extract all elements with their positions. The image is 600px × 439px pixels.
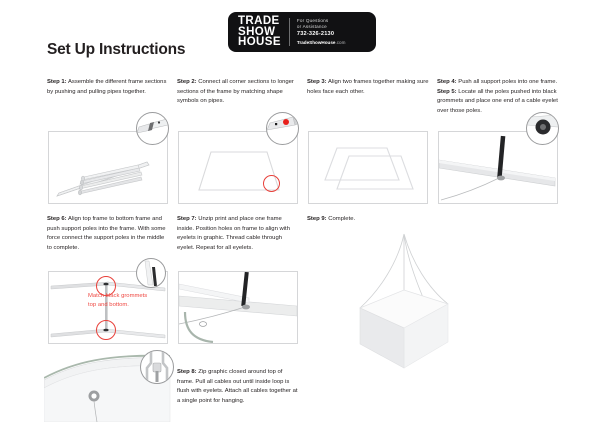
pipes-illustration xyxy=(56,161,150,197)
step-2-text: Step 2: Connect all corner sections to l… xyxy=(177,78,299,107)
contact-line-2: or Assistance xyxy=(296,24,327,30)
step-4-body: Push all support poles into one frame. xyxy=(456,79,558,85)
step-7-text: Step 7: Unzip print and place one frame … xyxy=(177,215,299,253)
website-name: TradeShowHouse xyxy=(296,39,336,45)
contact-website: TradeShowHouse.com xyxy=(297,40,346,46)
step-8-label: Step 8: xyxy=(177,369,197,375)
step-7-label: Step 7: xyxy=(177,216,197,222)
zipper-pull-detail-icon xyxy=(145,351,169,383)
step-1-detail-inset xyxy=(136,112,169,145)
support-pole-grommet-illustration xyxy=(439,135,556,201)
logo-contact-block: For Questions or Assistance 732-326-2130… xyxy=(297,18,346,45)
black-grommet-detail-icon xyxy=(527,114,558,135)
step-8-body: Zip graphic closed around top of frame. … xyxy=(177,369,298,404)
step-2-detail-inset xyxy=(266,112,299,145)
step-5-detail-inset xyxy=(526,112,559,145)
step-8-detail-inset xyxy=(140,350,174,384)
step-4-label: Step 4: xyxy=(437,79,457,85)
step-3-label: Step 3: xyxy=(307,79,327,85)
cable-eyelet-illustration xyxy=(179,272,297,343)
step-7-figure xyxy=(178,271,298,344)
step-2-body: Connect all corner sections to longer se… xyxy=(177,79,294,105)
logo-wordmark: TRADE SHOW HOUSE xyxy=(228,14,281,50)
step-6-label: Step 6: xyxy=(47,216,67,222)
logo-line-2: SHOW xyxy=(238,25,276,38)
step-1-body: Assemble the different frame sections by… xyxy=(47,79,167,95)
logo-line-1: TRADE xyxy=(238,15,280,28)
step-8-text: Step 8: Zip graphic closed around top of… xyxy=(177,368,299,406)
step-9-body: Complete. xyxy=(326,216,356,222)
step-3-body: Align two frames together making sure ho… xyxy=(307,79,429,95)
single-frame-illustration xyxy=(198,151,280,191)
step-6-detail-inset xyxy=(136,258,166,288)
pole-insert-detail-icon xyxy=(144,260,157,286)
grommet-annotation: Match black grommets top and bottom. xyxy=(88,293,148,309)
grommet-alignment-illustration xyxy=(50,281,166,339)
step-9-text: Step 9: Complete. xyxy=(307,215,429,225)
page-title: Set Up Instructions xyxy=(47,41,186,58)
step-1-text: Step 1: Assemble the different frame sec… xyxy=(47,78,169,97)
step-5-label: Step 5: xyxy=(437,88,457,95)
step-3-figure xyxy=(308,131,428,204)
step-1-label: Step 1: xyxy=(47,79,67,85)
step-2-highlight-circle xyxy=(263,175,280,192)
step-6-body: Align top frame to bottom frame and push… xyxy=(47,216,166,251)
step-6-bottom-highlight-circle xyxy=(96,320,116,340)
step-4-5-text: Step 4: Push all support poles into one … xyxy=(437,78,561,116)
contact-line-1: For Questions xyxy=(296,18,329,24)
step-9-label: Step 9: xyxy=(307,216,327,222)
two-frames-illustration xyxy=(324,147,414,190)
website-tld: .com xyxy=(335,39,346,45)
shape-symbol-detail-icon xyxy=(267,115,298,131)
trade-show-house-logo: TRADE SHOW HOUSE For Questions or Assist… xyxy=(228,12,376,52)
contact-phone: 732-326-2130 xyxy=(296,30,335,37)
step-7-body: Unzip print and place one frame inside. … xyxy=(177,216,290,251)
logo-line-3: HOUSE xyxy=(238,36,281,49)
step-6-text: Step 6: Align top frame to bottom frame … xyxy=(47,215,169,253)
step-5-body: Locate all the poles pushed into black g… xyxy=(437,88,558,114)
pipe-joint-detail-icon xyxy=(137,118,168,134)
finished-hanging-banner-illustration xyxy=(359,233,449,369)
step-9-figure xyxy=(308,232,498,392)
step-6-top-highlight-circle xyxy=(96,276,116,296)
step-2-label: Step 2: xyxy=(177,79,197,85)
step-3-text: Step 3: Align two frames together making… xyxy=(307,78,429,97)
logo-divider xyxy=(288,18,290,46)
